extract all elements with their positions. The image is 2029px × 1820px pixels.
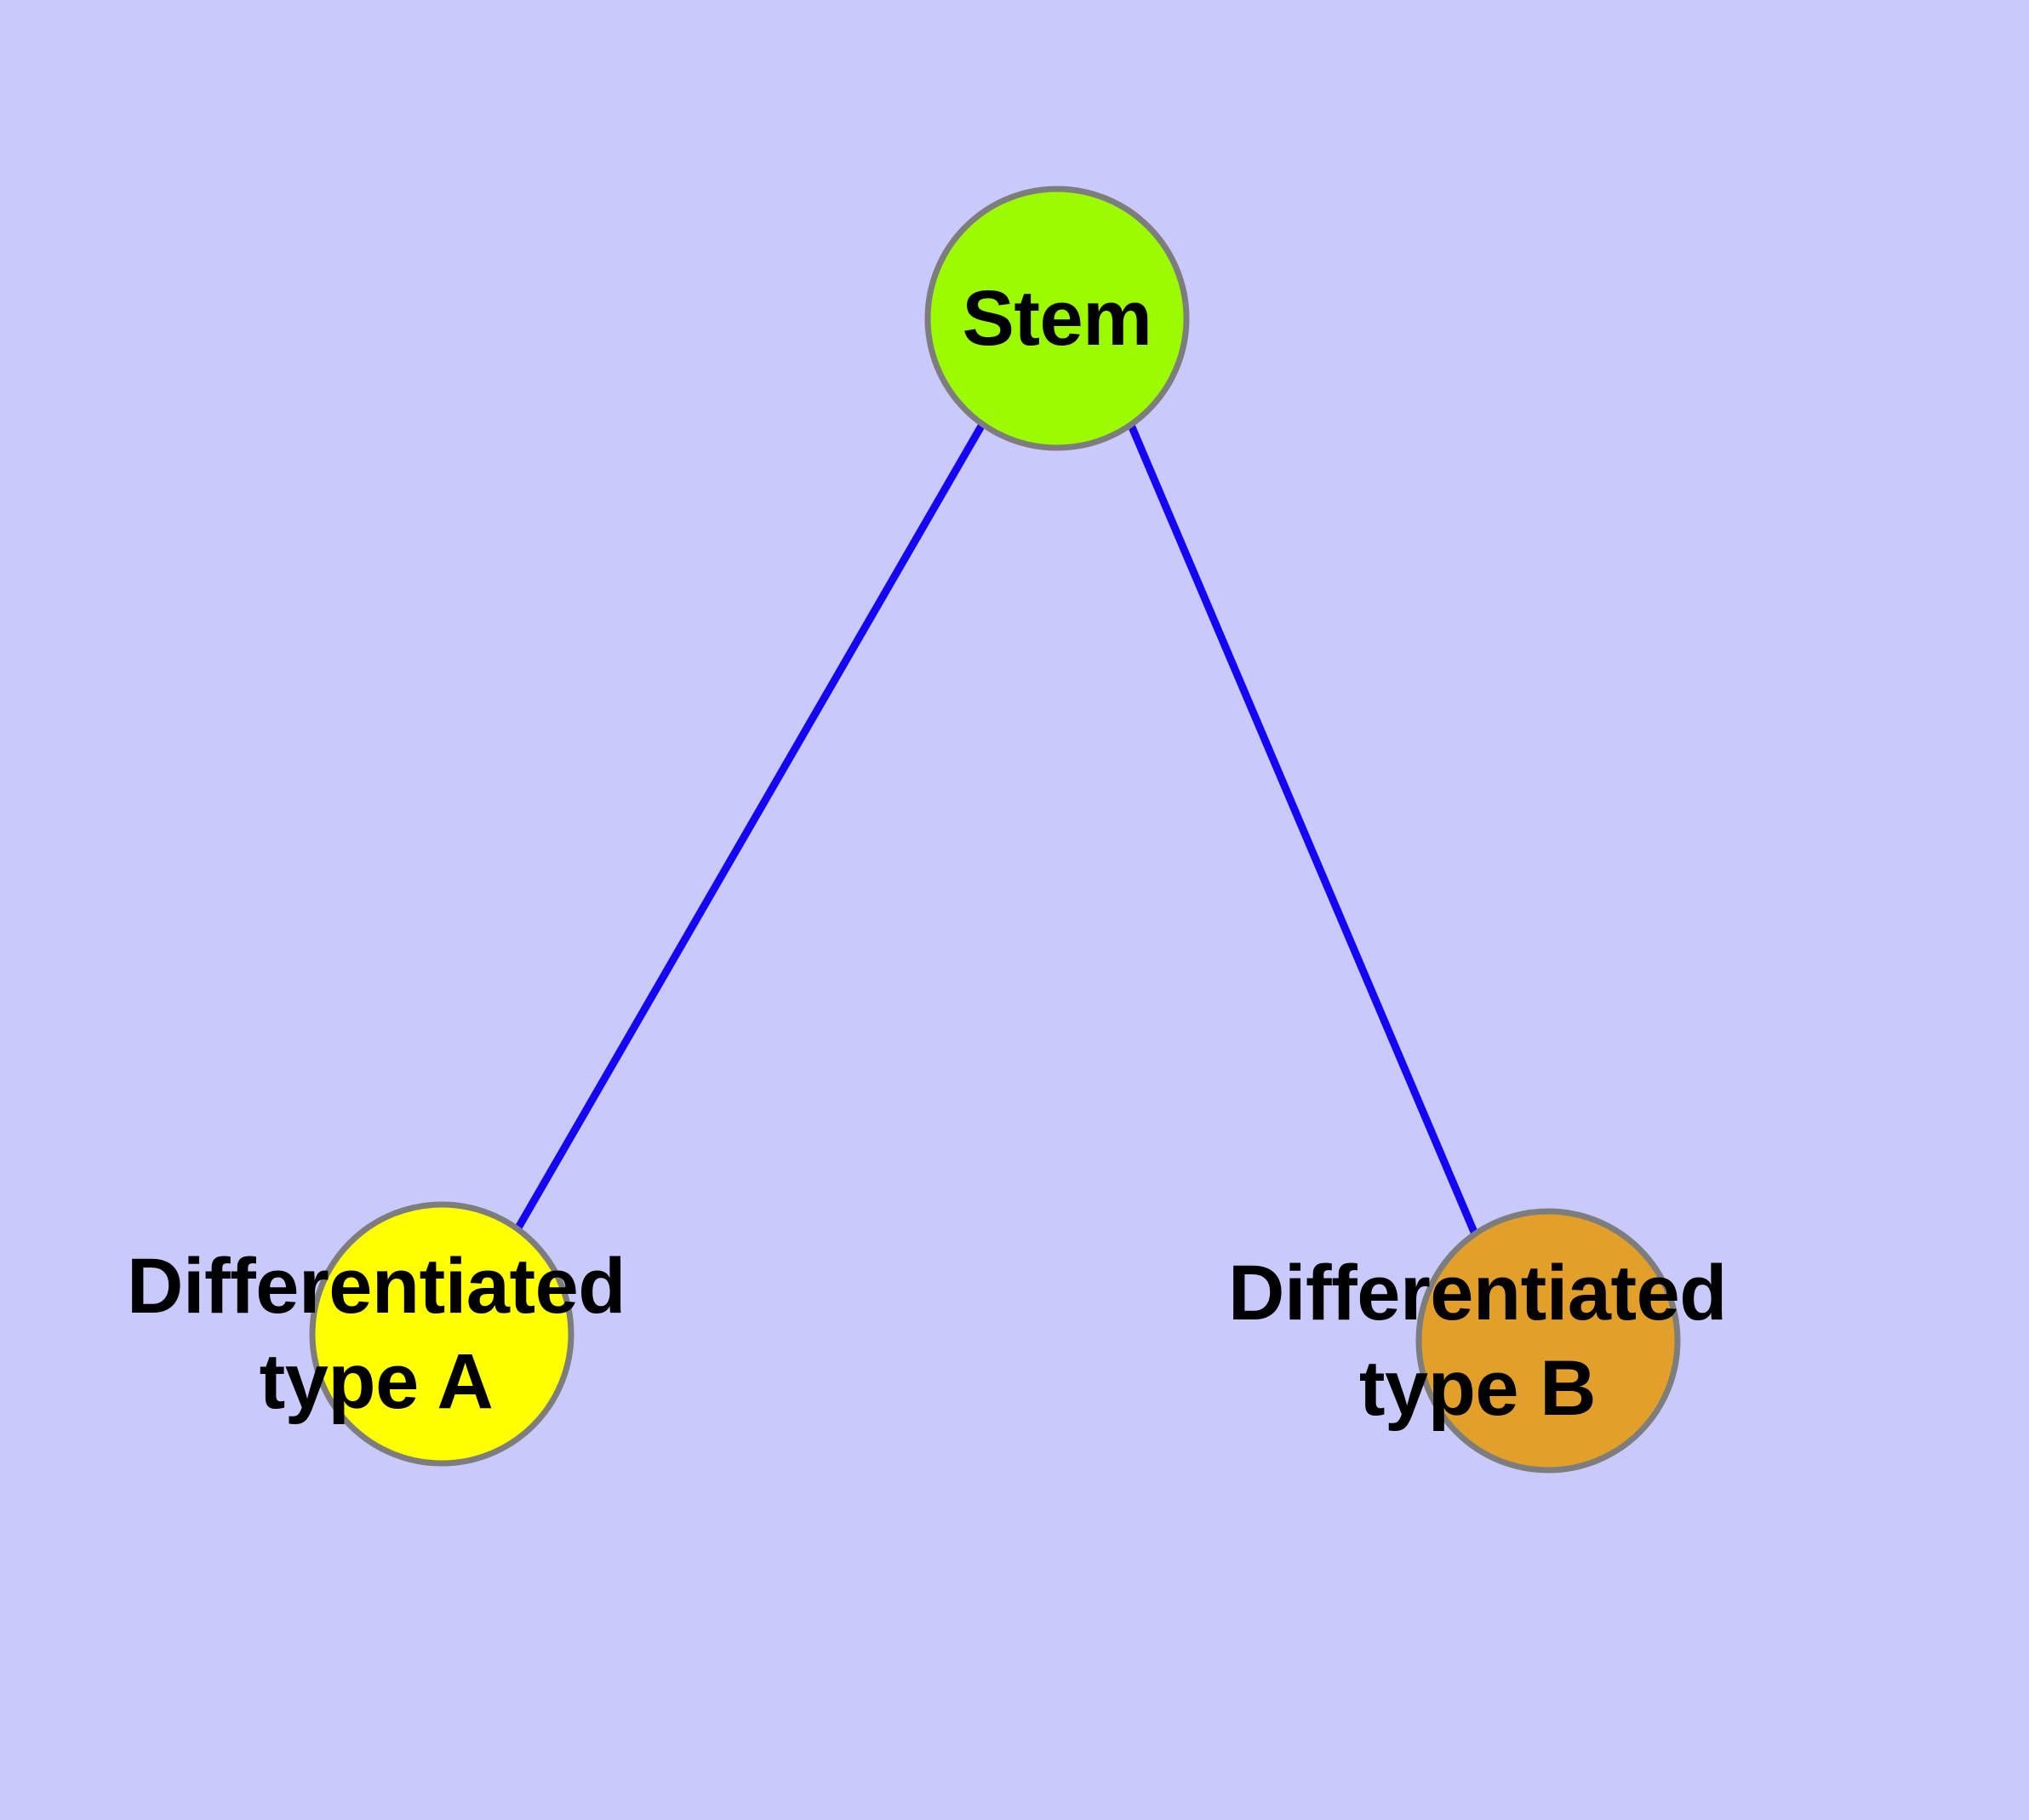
edges-group xyxy=(514,421,1480,1238)
edge-stem-to-a[interactable] xyxy=(514,421,986,1232)
edge-stem-to-b[interactable] xyxy=(1126,421,1480,1238)
node-diff-type-a[interactable] xyxy=(309,1201,574,1467)
nodes-group xyxy=(309,186,1681,1474)
node-stem[interactable] xyxy=(924,186,1190,451)
node-diff-type-b[interactable] xyxy=(1415,1208,1681,1474)
